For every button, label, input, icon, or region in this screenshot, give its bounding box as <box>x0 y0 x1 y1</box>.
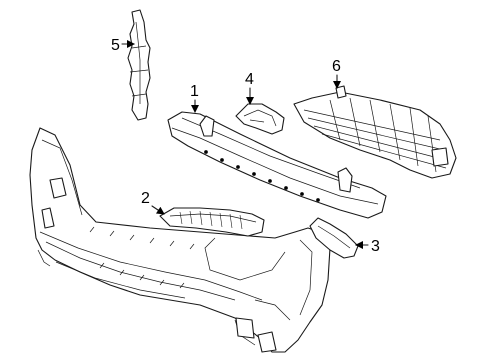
callout-1-label: 1 <box>190 83 199 100</box>
callout-2-label: 2 <box>141 190 150 207</box>
bumper-cover <box>29 127 331 353</box>
callout-6: 6 <box>332 58 341 89</box>
part-6-shutter-assembly <box>293 85 457 179</box>
callout-2: 2 <box>141 190 165 215</box>
callout-4-label: 4 <box>245 71 254 88</box>
callout-4: 4 <box>245 71 254 105</box>
callout-1: 1 <box>190 83 199 113</box>
part-2-bracket <box>159 207 265 237</box>
part-3-clip <box>309 217 359 259</box>
callout-6-label: 6 <box>332 58 341 75</box>
part-1-reinforcement-beam <box>167 111 387 219</box>
part-4-bracket <box>235 103 285 135</box>
part-5-bracket <box>127 9 151 121</box>
callout-3-label: 3 <box>371 238 380 255</box>
callout-5: 5 <box>111 37 135 54</box>
callout-5-label: 5 <box>111 37 120 54</box>
callout-3: 3 <box>355 238 380 255</box>
